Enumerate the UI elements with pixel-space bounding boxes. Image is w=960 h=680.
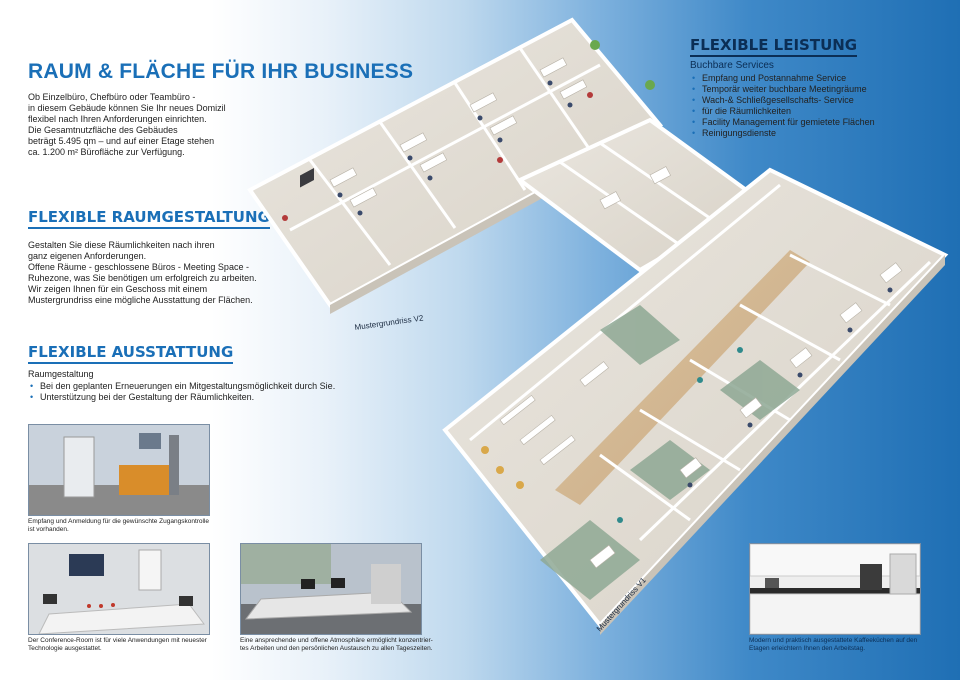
plan-label-v2: Mustergrundriss V2 <box>354 313 424 332</box>
leistung-item: Facility Management für gemietete Fläche… <box>690 117 875 128</box>
reception-caption: Empfang und Anmeldung für die gewünschte… <box>28 518 210 533</box>
heading-raumgestaltung: FLEXIBLE RAUMGESTALTUNG <box>28 208 270 229</box>
ausstattung-item: Unterstützung bei der Gestaltung der Räu… <box>28 392 335 403</box>
heading-leistung: FLEXIBLE LEISTUNG <box>690 36 858 57</box>
raumgestaltung-text: Gestalten Sie diese Räumlichkeiten nach … <box>28 240 257 305</box>
leistung-list: Empfang und Postannahme Service Temporär… <box>690 73 875 139</box>
office-photo <box>240 543 422 635</box>
leistung-item: Empfang und Postannahme Service <box>690 73 875 84</box>
page-title: RAUM & FLÄCHE FÜR IHR BUSINESS <box>28 60 414 83</box>
leistung-item: Wach-& Schließgesellschafts- Service <box>690 95 875 106</box>
leistung-item: Reinigungsdienste <box>690 128 875 139</box>
ausstattung-item: Bei den geplanten Erneuerungen ein Mitge… <box>28 381 335 392</box>
leistung-item: Temporär weiter buchbare Meetingräume <box>690 84 875 95</box>
ausstattung-subheading: Raumgestaltung <box>28 369 94 379</box>
conference-photo <box>28 543 210 635</box>
kitchen-caption: Modern und praktisch ausgestattete Kaffe… <box>749 637 918 652</box>
ausstattung-list: Bei den geplanten Erneuerungen ein Mitge… <box>28 381 335 403</box>
heading-ausstattung: FLEXIBLE AUSSTATTUNG <box>28 343 234 364</box>
reception-photo <box>28 424 210 516</box>
plan-wing-v1: Mustergrundriss V1 <box>442 167 949 635</box>
leistung-subheading: Buchbare Services <box>690 60 774 71</box>
intro-text: Ob Einzelbüro, Chefbüro oder Teambüro - … <box>28 92 226 157</box>
conference-caption: Der Conference-Room ist für viele Anwend… <box>28 637 207 652</box>
office-caption: Eine ansprechende und offene Atmosphäre … <box>240 637 433 652</box>
leistung-item-continued: für die Räumlichkeiten <box>690 106 875 117</box>
kitchen-photo <box>749 543 921 635</box>
